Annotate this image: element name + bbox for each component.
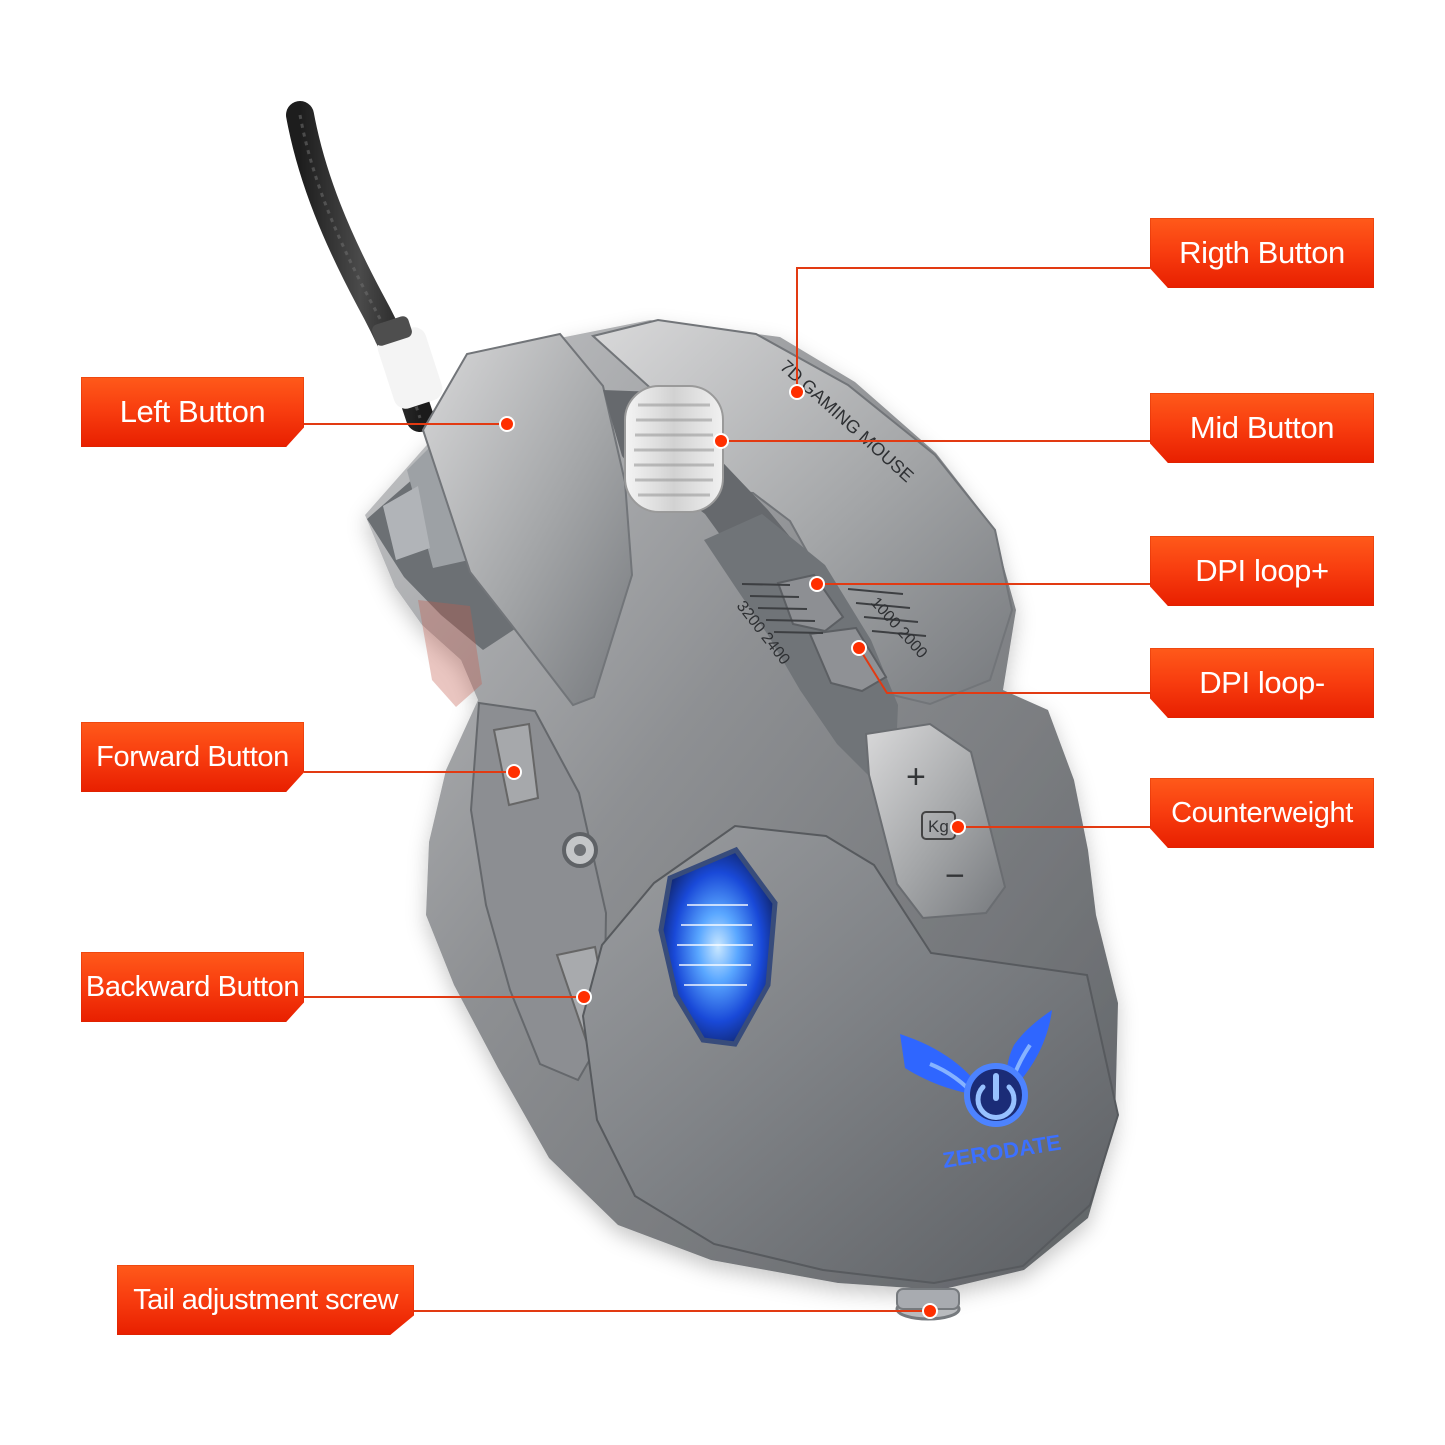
label-backward-button: Backward Button (81, 952, 304, 1022)
counterweight-module (864, 722, 1007, 920)
dpi-plus-button (776, 573, 845, 633)
label-mid-button: Mid Button (1150, 393, 1374, 463)
label-right-button: Rigth Button (1150, 218, 1374, 288)
counterweight-kg: Kg (928, 817, 949, 836)
label-dpi-loop-plus: DPI loop+ (1150, 536, 1374, 606)
counterweight-minus: − (945, 857, 965, 895)
label-counterweight: Counterweight (1150, 778, 1374, 848)
counterweight-plus: + (906, 758, 926, 796)
label-dpi-loop-minus: DPI loop- (1150, 648, 1374, 718)
label-tail-adjustment-screw: Tail adjustment screw (117, 1265, 414, 1335)
cable-strain-relief (377, 327, 443, 409)
side-light-vent (658, 846, 778, 1047)
left-button-shell (421, 332, 634, 707)
label-left-button: Left Button (81, 377, 304, 447)
label-forward-button: Forward Button (81, 722, 304, 792)
